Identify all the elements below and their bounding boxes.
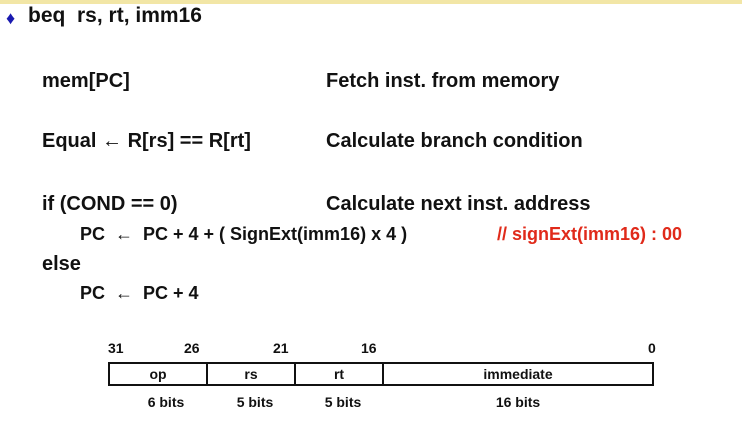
bit-position-label: 31	[108, 340, 124, 356]
field-rs: rs	[208, 364, 296, 384]
bit-position-label: 16	[361, 340, 377, 356]
top-accent-bar	[0, 0, 742, 4]
next-address-description: Calculate next inst. address	[326, 193, 591, 215]
field-size-label: 5 bits	[236, 394, 274, 410]
condition-expression: Equal ← R[rs] == R[rt]	[42, 130, 251, 152]
pc-branch-expression: PC ← PC + 4 + ( SignExt(imm16) x 4 )	[80, 224, 408, 244]
condition-description: Calculate branch condition	[326, 130, 583, 152]
pc-next-expression: PC ← PC + 4	[80, 283, 199, 303]
field-op: op	[110, 364, 208, 384]
field-size-label: 16 bits	[495, 394, 541, 410]
field-size-label: 5 bits	[324, 394, 362, 410]
instruction-format-box: op rs rt immediate	[108, 362, 654, 386]
bit-position-label: 21	[273, 340, 289, 356]
pc-branch-comment: // signExt(imm16) : 00	[497, 224, 683, 244]
bit-position-label: 0	[648, 340, 656, 356]
else-keyword: else	[42, 253, 81, 275]
bit-position-label: 26	[184, 340, 200, 356]
field-immediate: immediate	[483, 366, 553, 382]
field-rt: rt	[296, 364, 384, 384]
diamond-bullet-icon: ♦	[6, 8, 16, 28]
slide-title: beq rs, rt, imm16	[28, 4, 202, 27]
fetch-description: Fetch inst. from memory	[326, 70, 560, 92]
field-size-label: 6 bits	[147, 394, 185, 410]
fetch-expression: mem[PC]	[42, 70, 130, 92]
if-expression: if (COND == 0)	[42, 193, 178, 215]
